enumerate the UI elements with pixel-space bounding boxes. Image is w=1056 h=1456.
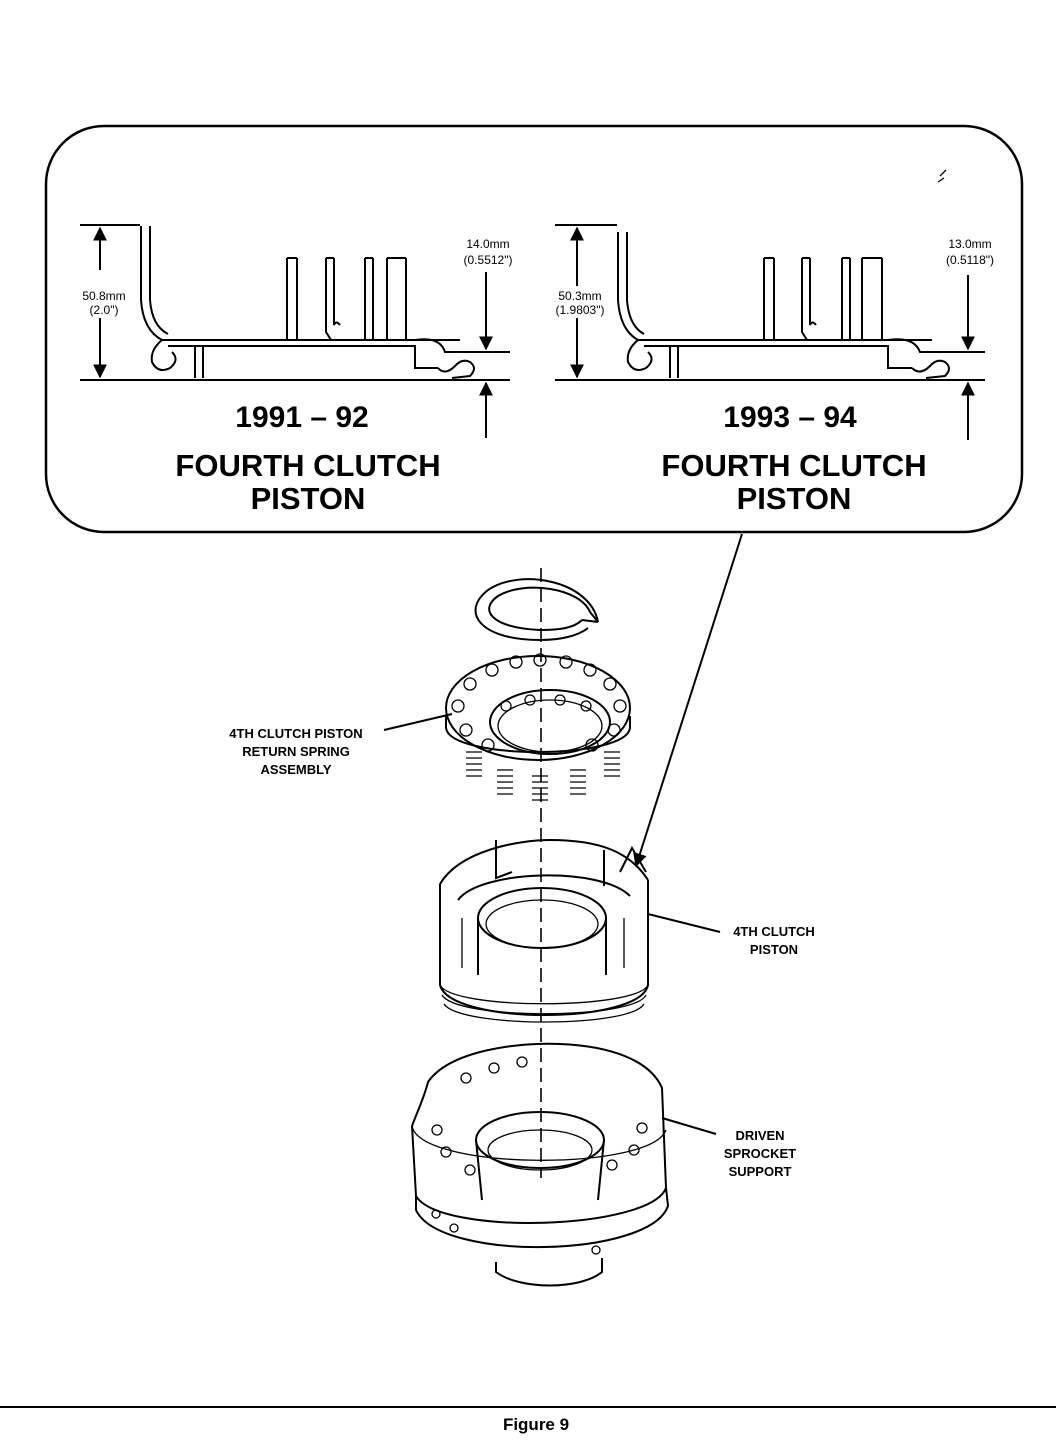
spring-assembly-label-2: RETURN SPRING [242, 744, 350, 759]
left-height-mm: 50.8mm [82, 289, 125, 303]
left-title-line2: PISTON [251, 481, 366, 516]
left-years: 1991 – 92 [235, 401, 368, 434]
snap-ring [474, 578, 599, 642]
comparison-panel-border [44, 124, 1024, 534]
right-offset-in: (0.5118") [946, 253, 994, 267]
left-height-in: (2.0") [90, 303, 119, 317]
stray-mark [937, 169, 947, 183]
piston-label-2: PISTON [750, 942, 798, 957]
right-title-line2: PISTON [737, 481, 852, 516]
piston-section-1993-94 [555, 224, 985, 440]
right-height-in: (1.9803") [556, 303, 605, 317]
springs [466, 751, 620, 801]
left-offset-in: (0.5512") [464, 253, 513, 267]
sprocket-support-label-3: SUPPORT [729, 1164, 792, 1179]
piston-label-1: 4TH CLUTCH [733, 924, 815, 939]
piston-leader [647, 913, 721, 933]
right-offset-mm: 13.0mm [948, 237, 991, 251]
left-title-line1: FOURTH CLUTCH [175, 448, 440, 483]
sprocket-support-label-1: DRIVEN [735, 1128, 784, 1143]
sprocket-support-leader [661, 1117, 717, 1135]
right-height-mm: 50.3mm [558, 289, 601, 303]
spring-assembly-label-1: 4TH CLUTCH PISTON [229, 726, 362, 741]
piston-section-1991-92 [80, 224, 510, 438]
panel-to-piston-leader [633, 533, 743, 868]
spring-assembly-label-3: ASSEMBLY [260, 762, 331, 777]
sprocket-support-label-2: SPROCKET [724, 1146, 796, 1161]
figure-caption: Figure 9 [503, 1415, 569, 1434]
spring-assembly-leader [383, 713, 453, 731]
fourth-clutch-piston [439, 838, 649, 1023]
right-years: 1993 – 94 [723, 401, 857, 434]
left-offset-mm: 14.0mm [466, 237, 509, 251]
driven-sprocket-support [410, 1042, 670, 1287]
right-title-line1: FOURTH CLUTCH [661, 448, 926, 483]
return-spring-assembly [445, 653, 631, 801]
